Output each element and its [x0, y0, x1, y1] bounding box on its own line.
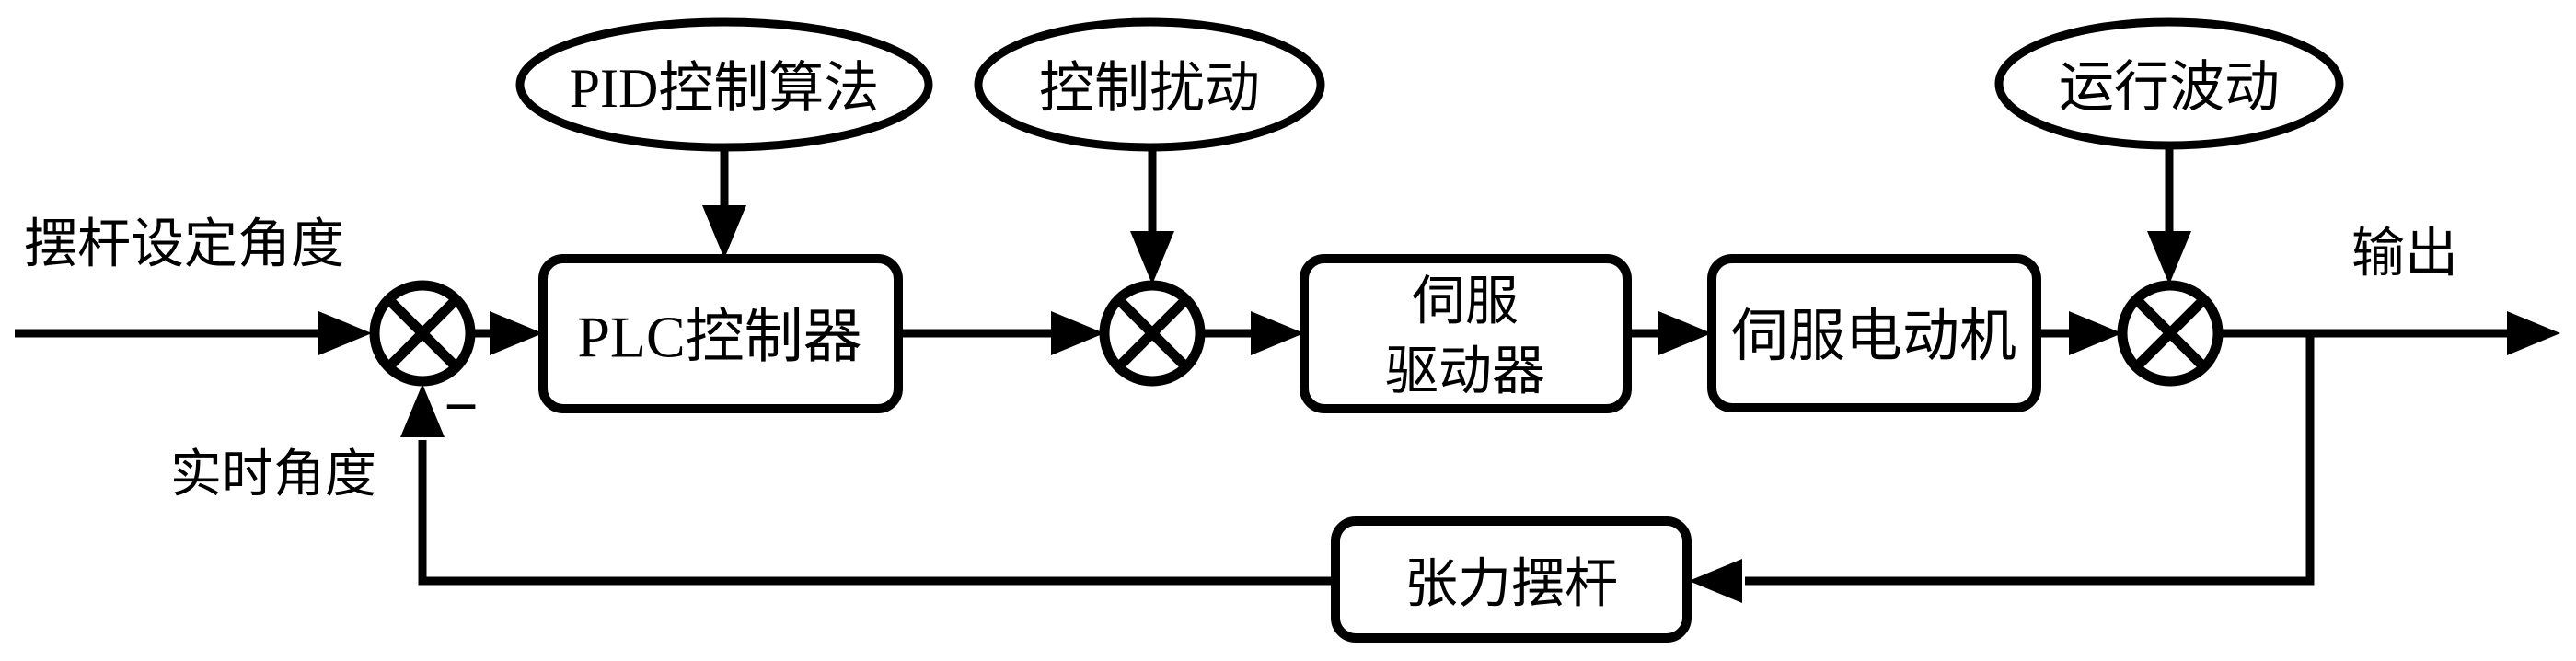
feedback-return-line — [418, 440, 1337, 586]
ellipse-fluctuation-label: 运行波动 — [2059, 57, 2280, 118]
output-branch-feedback-line — [1745, 333, 2315, 586]
block-tension-rod-outline — [1331, 516, 1692, 643]
feedback-up-arrowhead-icon — [400, 384, 445, 437]
ellipse-pid-outline — [515, 17, 933, 152]
motor-to-sj3-arrowhead-icon — [2069, 311, 2122, 355]
input-signal-label: 摆杆设定角度 — [24, 215, 344, 274]
feedback-arrowhead-icon — [1689, 559, 1742, 603]
block-plc-label: PLC控制器 — [577, 305, 861, 370]
ellipse-disturbance-label: 控制扰动 — [1039, 58, 1260, 119]
fluctuation-arrowhead-icon — [2147, 231, 2191, 284]
block-tension-rod-label: 张力摆杆 — [1404, 554, 1618, 614]
block-plc-outline — [538, 254, 903, 413]
connectors — [15, 145, 2560, 603]
block-servo-motor: 伺服电动机 — [1707, 254, 2041, 412]
summing-junction-3 — [2117, 280, 2224, 387]
output-signal-label: 输出 — [2351, 224, 2458, 284]
block-servo-motor-outline — [1707, 254, 2041, 412]
summing-junction-1-cross-icon — [385, 296, 460, 371]
summing-junction-3-cross-icon — [2132, 296, 2208, 371]
block-servo-driver-outline — [1300, 254, 1632, 413]
minus-sign-label: − — [444, 374, 479, 441]
disturbance-arrowhead-icon — [1130, 231, 1174, 284]
plc-to-sj2-arrowhead-icon — [1051, 311, 1104, 355]
ellipse-fluctuation: 运行波动 — [1994, 17, 2344, 150]
output-arrowhead-icon — [2507, 311, 2560, 355]
summing-junction-1 — [369, 280, 476, 387]
sj1-to-plc-arrowhead-icon — [490, 311, 543, 355]
ellipse-pid: PID控制算法 — [515, 17, 933, 152]
ellipse-pid-label: PID控制算法 — [570, 58, 880, 119]
block-plc: PLC控制器 — [538, 254, 903, 413]
driver-to-motor-arrowhead-icon — [1658, 311, 1712, 355]
block-tension-rod: 张力摆杆 — [1331, 516, 1692, 643]
block-servo-driver-label-line2: 驱动器 — [1385, 342, 1545, 401]
summing-junction-2-cross-icon — [1115, 296, 1190, 371]
ellipse-disturbance: 控制扰动 — [974, 17, 1325, 152]
block-servo-motor-label: 伺服电动机 — [1731, 306, 2016, 368]
ellipse-disturbance-outline — [974, 17, 1325, 152]
feedback-signal-label: 实时角度 — [170, 446, 376, 504]
pid-arrowhead-icon — [702, 205, 746, 259]
sj2-to-driver-arrowhead-icon — [1251, 311, 1304, 355]
ellipse-fluctuation-outline — [1994, 17, 2344, 150]
block-servo-driver: 伺服 驱动器 — [1300, 254, 1632, 413]
block-servo-driver-label-line1: 伺服 — [1412, 272, 1519, 331]
summing-junction-2 — [1099, 280, 1206, 387]
input-arrowhead-icon — [318, 311, 372, 355]
